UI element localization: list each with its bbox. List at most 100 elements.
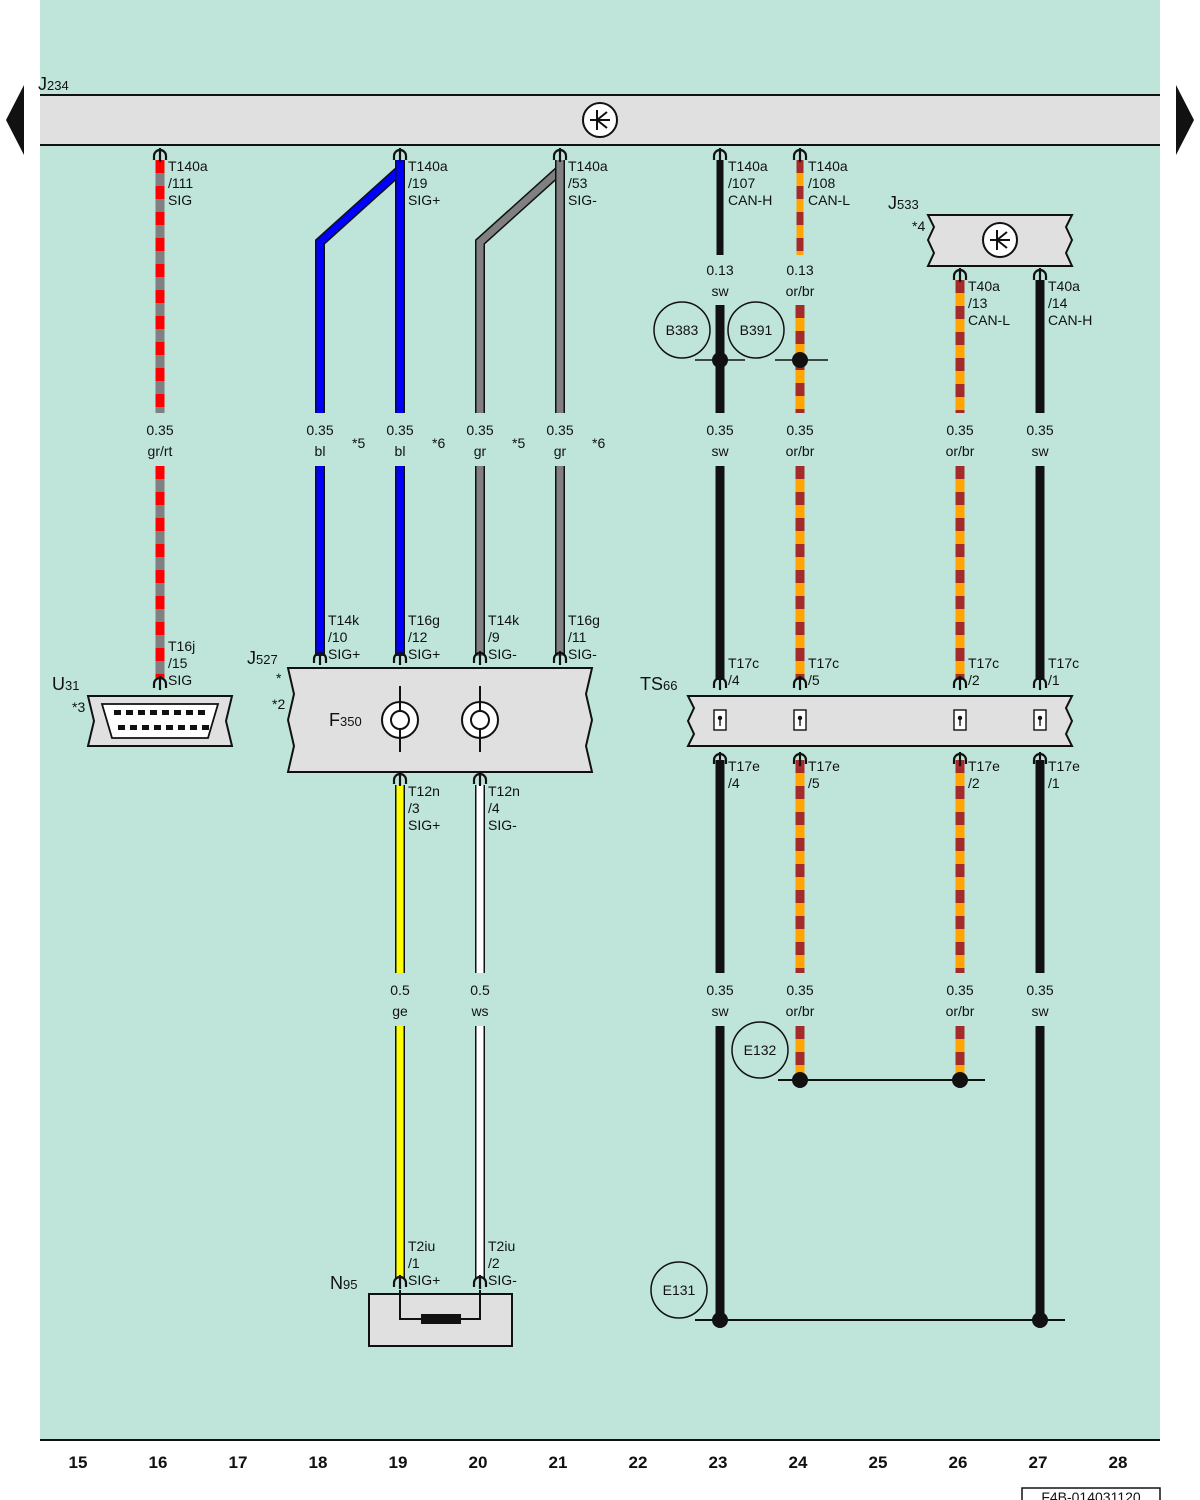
pin-label-t17e-4: T17e/4 — [728, 758, 760, 791]
svg-text:27: 27 — [1029, 1453, 1048, 1472]
pin-label-t17c-4: T17c/4 — [728, 655, 759, 688]
arrow-left-icon[interactable] — [6, 85, 24, 155]
svg-text:B391: B391 — [740, 322, 773, 338]
obd-connector-icon — [86, 695, 234, 747]
svg-text:26: 26 — [949, 1453, 968, 1472]
pin-label-t17e-5: T17e/5 — [808, 758, 840, 791]
svg-text:20: 20 — [469, 1453, 488, 1472]
svg-text:17: 17 — [229, 1453, 248, 1472]
splice-b383-dot — [712, 352, 728, 368]
wire-col18-col19-blue — [315, 160, 405, 656]
svg-text:E132: E132 — [744, 1042, 777, 1058]
svg-text:21: 21 — [549, 1453, 568, 1472]
splice-b391-dot — [792, 352, 808, 368]
splice-b391-label: B391 — [727, 301, 785, 359]
splice-e132-label: E132 — [731, 1021, 789, 1079]
coil-icon — [461, 686, 499, 752]
j527-note-b: *2 — [272, 696, 285, 712]
wire-col20-col21-grey — [475, 160, 565, 656]
j234-label: J234 — [38, 74, 69, 94]
variant-note: *6 — [432, 435, 445, 451]
pin-label-t17e-1: T17e/1 — [1048, 758, 1080, 791]
pin-label-t17e-2: T17e/2 — [968, 758, 1000, 791]
svg-text:16: 16 — [149, 1453, 168, 1472]
pin-label-t17c-2: T17c/2 — [968, 655, 999, 688]
svg-text:23: 23 — [709, 1453, 728, 1472]
arrow-right-icon[interactable] — [1176, 85, 1194, 155]
variant-note: *5 — [512, 435, 525, 451]
splice-e131-label: E131 — [650, 1261, 708, 1319]
splice-b383-label: B383 — [653, 301, 711, 359]
pin-label-t17c-5: T17c/5 — [808, 655, 839, 688]
u31-note: *3 — [72, 699, 85, 715]
column-numbers: 15 16 17 18 19 20 21 22 23 24 25 26 27 2… — [69, 1453, 1128, 1472]
svg-text:22: 22 — [629, 1453, 648, 1472]
n95-label: N95 — [330, 1273, 357, 1293]
j527-label: J527 — [247, 648, 278, 668]
splice-e131-dot-a — [712, 1312, 728, 1328]
j533-note: *4 — [912, 218, 925, 234]
splice-e132-dot-b — [952, 1072, 968, 1088]
n95-component — [368, 1290, 513, 1347]
doc-code-box — [1021, 1487, 1161, 1500]
j533-module — [926, 214, 1074, 267]
j527-module — [286, 667, 594, 773]
control-unit-symbol-icon — [982, 222, 1018, 258]
variant-note: *6 — [592, 435, 605, 451]
ts66-label: TS66 — [640, 674, 677, 694]
doc-code: F4B-014031120 — [1041, 1489, 1141, 1500]
ts66-module — [686, 695, 1074, 747]
svg-text:E131: E131 — [663, 1282, 696, 1298]
svg-text:B383: B383 — [666, 322, 699, 338]
control-unit-symbol-icon — [582, 102, 618, 138]
svg-text:15: 15 — [69, 1453, 88, 1472]
u31-label: U31 — [52, 674, 79, 694]
f350-label: F350 — [329, 710, 362, 730]
variant-note: *5 — [352, 435, 365, 451]
svg-text:24: 24 — [789, 1453, 808, 1472]
j533-label: J533 — [888, 193, 919, 213]
svg-text:28: 28 — [1109, 1453, 1128, 1472]
svg-text:25: 25 — [869, 1453, 888, 1472]
resistor-icon — [421, 1314, 461, 1324]
pin-label-t17c-1: T17c/1 — [1048, 655, 1079, 688]
svg-text:18: 18 — [309, 1453, 328, 1472]
svg-text:19: 19 — [389, 1453, 408, 1472]
splice-e131-dot-b — [1032, 1312, 1048, 1328]
splice-e132-dot-a — [792, 1072, 808, 1088]
coil-icon — [381, 686, 419, 752]
